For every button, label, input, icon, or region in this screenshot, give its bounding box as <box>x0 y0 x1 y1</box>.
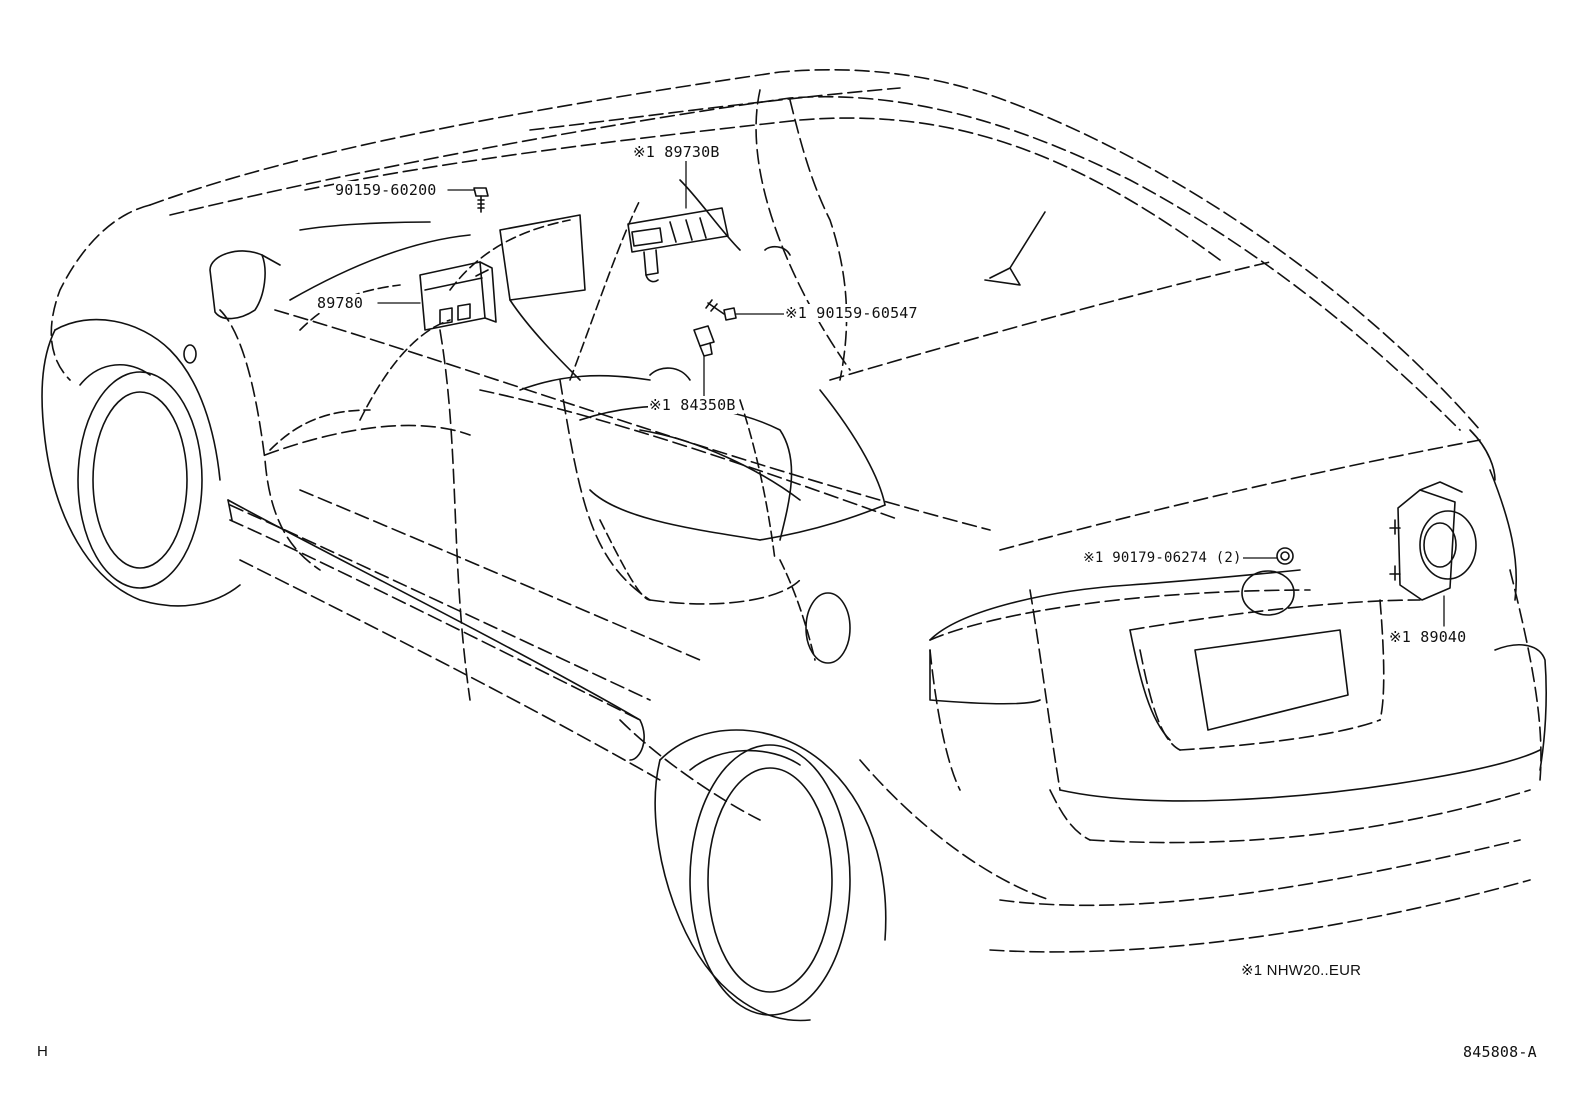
module-89730b <box>627 207 729 283</box>
clip-90179-06274 <box>1276 547 1294 565</box>
front-wheel <box>41 318 241 607</box>
roof-outline <box>149 68 1481 551</box>
ecu-89780-module <box>419 261 497 331</box>
figure-code: 845808-A <box>1463 1043 1537 1061</box>
bolt-90159-60200 <box>473 187 489 213</box>
leader-lines <box>377 157 1445 627</box>
applicability-note: ※1 NHW20..EUR <box>1241 962 1362 979</box>
bolt-90159-60547 <box>705 299 737 321</box>
label-89040: ※1 89040 <box>1388 628 1468 646</box>
label-84350b: ※1 84350B <box>648 396 737 414</box>
body-solid-details <box>183 211 1547 802</box>
label-89730b: ※1 89730B <box>632 143 721 161</box>
label-89780: 89780 <box>316 294 365 312</box>
body-side-outline <box>50 204 1542 953</box>
label-90159-60547: ※1 90159-60547 <box>784 304 919 322</box>
label-90159-60200: 90159-60200 <box>334 181 438 199</box>
label-90179-06274: ※1 90179-06274 (2) <box>1082 549 1243 567</box>
sensor-89040 <box>1389 481 1477 601</box>
sensor-84350b <box>693 325 715 357</box>
rear-wheel <box>654 729 887 1022</box>
interior-outline <box>289 179 886 541</box>
corner-mark: H <box>37 1043 49 1060</box>
